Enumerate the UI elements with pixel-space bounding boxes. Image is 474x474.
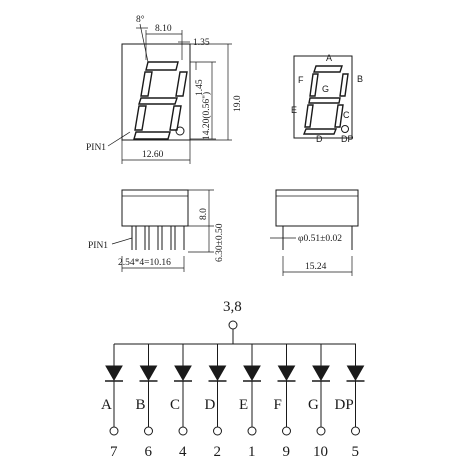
pin1-label-top: PIN1	[86, 143, 106, 153]
pin1-label-side: PIN1	[88, 241, 108, 251]
pin-terminal	[247, 426, 257, 436]
diode-triangle	[243, 365, 261, 382]
segment-label: D	[205, 397, 216, 413]
end-view: φ0.51±0.02 15.24	[270, 189, 359, 276]
diode-triangle	[312, 365, 330, 382]
diode-dp: DP 5	[335, 344, 365, 460]
pin-number: 4	[179, 444, 187, 460]
pin-number: 1	[248, 444, 256, 460]
dim-width-top: 8.10	[155, 24, 172, 34]
seg-label-e: E	[291, 105, 297, 115]
top-view: 8° 8.10 1.35 1.45 14.20(0.56") 19.0 12.6…	[86, 14, 243, 164]
diode-e: E1	[239, 344, 261, 460]
digit-outline	[133, 61, 188, 140]
pin-terminal	[213, 426, 222, 436]
segment-view: A B C D E F G DP	[291, 53, 363, 144]
dim-height-seg: 1.45	[195, 79, 205, 96]
diode-g: G 10	[308, 344, 330, 460]
dim-body-width: 12.60	[142, 150, 164, 160]
dim-angle: 8°	[136, 14, 145, 25]
diode-triangle	[174, 365, 192, 382]
diode-c: C4	[170, 344, 192, 460]
diode-triangle	[346, 365, 365, 382]
seg-label-d: D	[316, 134, 323, 144]
common-pins-label: 3,8	[223, 299, 242, 315]
pin-number: 2	[214, 444, 222, 460]
segment-label: C	[170, 397, 180, 413]
diode-triangle	[105, 365, 123, 382]
segment-body	[293, 55, 353, 139]
segment-digit	[302, 65, 349, 135]
seg-label-g: G	[322, 84, 329, 94]
pin-terminal	[178, 426, 188, 436]
seg-label-b: B	[357, 74, 363, 84]
dim-digit-height: 14.20(0.56")	[201, 92, 212, 140]
side-view: 8.0 6.30±0.50 2.54*4=10.16 PIN1	[88, 189, 225, 272]
pin-terminal	[282, 426, 291, 436]
diode-triangle	[277, 365, 296, 382]
dim-pin-length: 6.30±0.50	[215, 223, 225, 262]
dim-seg-width: 1.35	[193, 38, 210, 48]
common-terminal	[228, 320, 238, 330]
segment-label: A	[101, 397, 112, 413]
diode-f: F9	[274, 344, 296, 460]
pin-number: 9	[283, 444, 291, 460]
diode-a: A7	[101, 344, 123, 460]
diode-b: B6	[136, 344, 158, 460]
segment-label: B	[136, 397, 146, 413]
pin-number: 6	[145, 444, 153, 460]
diode-d: D2	[205, 344, 227, 460]
segment-label: G	[308, 397, 319, 413]
dp-dot	[175, 126, 185, 136]
seg-label-f: F	[298, 75, 304, 85]
diode-triangle	[208, 365, 227, 382]
dim-depth: 8.0	[199, 208, 209, 220]
pin-number: 5	[352, 444, 360, 460]
diode-triangle	[139, 365, 158, 382]
dim-body-height: 19.0	[233, 95, 243, 112]
pin-number: 10	[313, 444, 328, 460]
segment-label: E	[239, 397, 248, 413]
seg-label-c: C	[343, 110, 350, 120]
pin-terminal	[316, 426, 326, 436]
side-body	[121, 189, 189, 227]
segment-label: DP	[335, 397, 354, 413]
pin-terminal	[351, 426, 360, 436]
dim-pin-diameter: φ0.51±0.02	[298, 234, 342, 244]
pin-terminal	[109, 426, 119, 436]
pin-number: 7	[110, 444, 118, 460]
seg-label-dp: DP	[341, 134, 354, 144]
pin-terminal	[144, 426, 153, 436]
dim-pitch: 2.54*4=10.16	[118, 258, 171, 268]
seg-label-a: A	[326, 53, 332, 63]
side-pins	[131, 226, 185, 250]
dim-row-spacing: 15.24	[305, 262, 327, 272]
end-body	[275, 189, 359, 227]
body-outline	[121, 43, 191, 141]
segment-dp-dot	[341, 125, 349, 133]
segment-label: F	[274, 397, 282, 413]
